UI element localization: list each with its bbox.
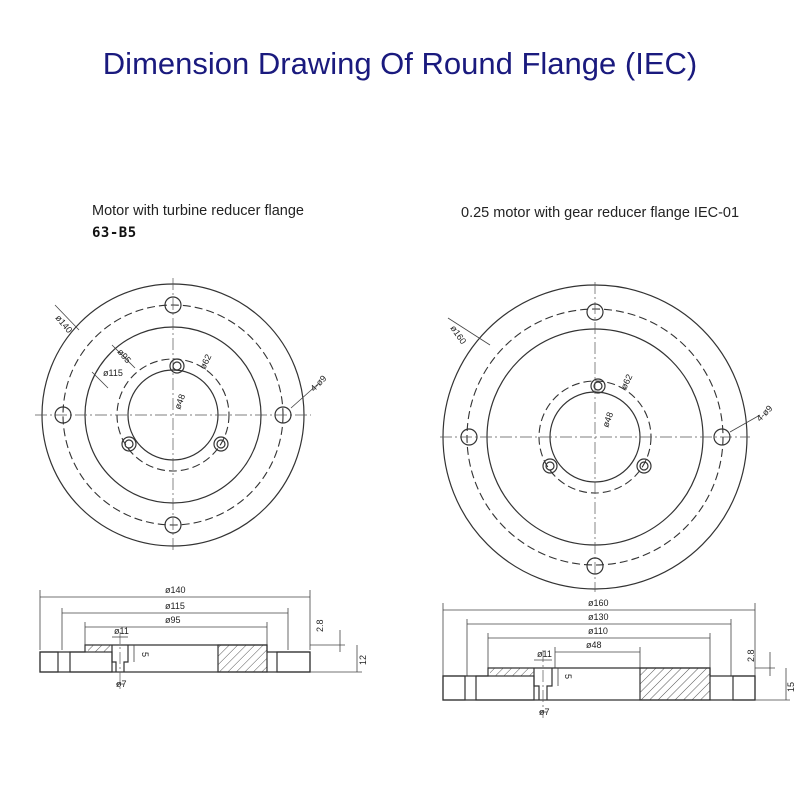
right-top-view: ø160 ø48 ø62 4-ø9 — [440, 282, 775, 592]
right-label-holes: 4-ø9 — [754, 403, 774, 423]
left-side-hole: ø7 — [116, 679, 127, 689]
left-hole-right — [274, 406, 292, 424]
right-label-center: ø48 — [600, 411, 615, 429]
right-flange-caption: 0.25 motor with gear reducer flange IEC-… — [461, 205, 740, 221]
left-side-outer: ø140 — [165, 585, 186, 595]
left-side-step: 2.8 — [315, 619, 325, 632]
right-side-thickness: 15 — [786, 682, 796, 692]
left-side-view: ø140 ø115 ø95 ø11 ø7 5 2.8 12 — [39, 585, 368, 690]
left-side-outline — [39, 644, 311, 673]
left-hole-top — [164, 296, 182, 314]
right-hole-top — [586, 303, 604, 321]
right-side-step: 2.8 — [746, 649, 756, 662]
right-side-hole: ø7 — [539, 707, 550, 717]
right-inner-hole-top — [590, 378, 606, 394]
left-label-holes: 4-ø9 — [308, 373, 328, 393]
right-inner-hole-left — [542, 458, 558, 474]
right-side-boss: ø110 — [588, 626, 608, 636]
left-flange-code: 63-B5 — [92, 225, 137, 241]
left-hole-left — [54, 406, 72, 424]
right-label-outer: ø160 — [448, 323, 468, 346]
left-inner-hole-right — [213, 436, 229, 452]
left-inner-hole-left — [121, 436, 137, 452]
left-label-pcd: ø115 — [103, 368, 123, 378]
right-side-depth: 5 — [563, 674, 573, 679]
page-title: Dimension Drawing Of Round Flange (IEC) — [102, 46, 698, 81]
right-hole-right — [713, 428, 731, 446]
right-inner-hole-right — [636, 458, 652, 474]
left-side-boss: ø95 — [165, 615, 181, 625]
right-side-view: ø160 ø130 ø110 ø48 ø11 ø7 5 2.8 15 — [442, 598, 796, 718]
left-label-center: ø48 — [172, 393, 187, 411]
right-hole-bottom — [586, 557, 604, 575]
left-flange-caption: Motor with turbine reducer flange — [92, 203, 304, 219]
right-side-pcd: ø130 — [588, 612, 609, 622]
left-side-thickness: 12 — [358, 655, 368, 665]
right-side-outer: ø160 — [588, 598, 609, 608]
right-hole-left — [460, 428, 478, 446]
left-side-depth: 5 — [140, 652, 150, 657]
left-top-view: ø140 ø95 ø115 ø48 ø62 4-ø9 — [35, 278, 329, 552]
left-label-boss: ø95 — [115, 347, 133, 365]
right-side-counterbore: ø11 — [537, 649, 552, 659]
right-label-inner-pcd: ø62 — [619, 373, 635, 391]
left-label-inner-pcd: ø62 — [198, 353, 214, 371]
right-side-bore: ø48 — [586, 640, 602, 650]
left-side-pcd: ø115 — [165, 601, 185, 611]
left-side-counterbore: ø11 — [114, 626, 129, 636]
left-inner-hole-top — [169, 358, 185, 374]
left-hole-bottom — [164, 516, 182, 534]
